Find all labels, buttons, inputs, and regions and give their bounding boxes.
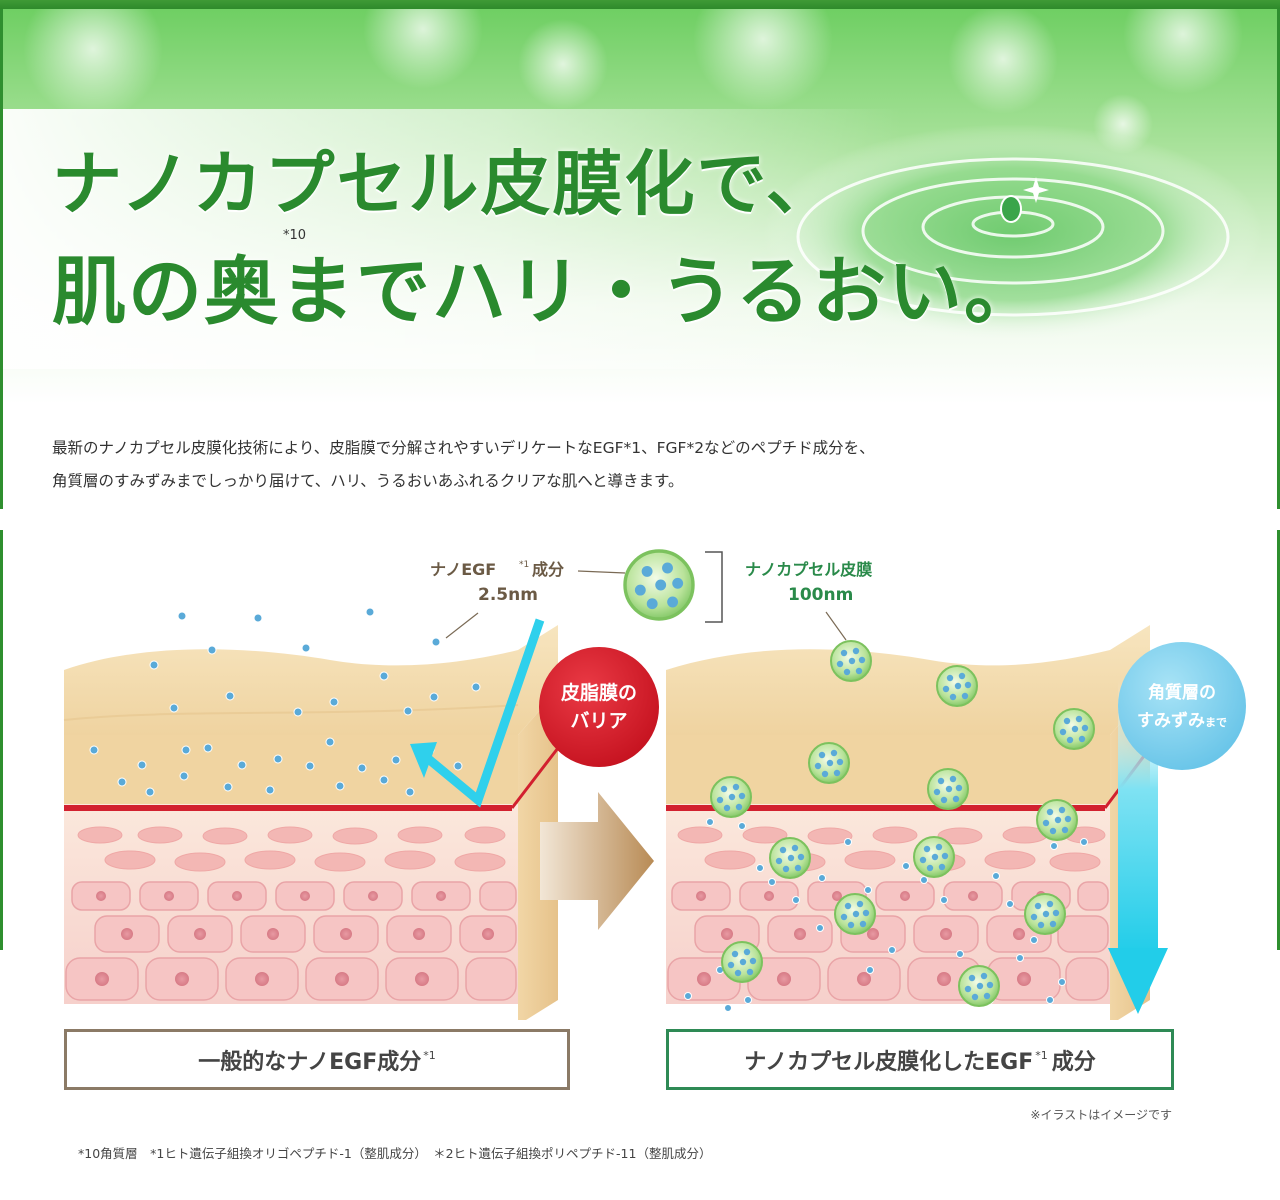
headline-line1: ナノカプセル皮膜化で、 [52, 142, 838, 225]
svg-text:*1: *1 [519, 560, 529, 570]
sebum-barrier-badge: 皮脂膜の バリア [539, 647, 659, 767]
description-line1: 最新のナノカプセル皮膜化技術により、皮脂膜で分解されやすいデリケートなEGF*1… [52, 439, 875, 457]
caption-right-sup: *1 [1035, 1049, 1048, 1062]
svg-text:100nm: 100nm [788, 585, 853, 605]
hero-background [3, 9, 1277, 404]
svg-text:2.5nm: 2.5nm [478, 585, 538, 605]
nano-egf-label: ナノEGF *1 成分 2.5nm [430, 560, 626, 639]
svg-text:バリア: バリア [570, 710, 627, 732]
svg-text:ナノEGF: ナノEGF [430, 560, 496, 579]
description: 最新のナノカプセル皮膜化技術により、皮脂膜で分解されやすいデリケートなEGF*1… [52, 432, 1152, 498]
transition-arrow-icon [540, 792, 654, 930]
caption-left-text: 一般的なナノEGF成分 [198, 1049, 422, 1075]
right-frame-line-lower [1277, 530, 1280, 950]
right-frame-line [1277, 9, 1280, 509]
headline-footnote-mark: *10 [283, 228, 307, 243]
caption-right-text: ナノカプセル皮膜化したEGF [744, 1049, 1034, 1075]
left-frame-line-lower [0, 530, 3, 950]
svg-text:角質層の: 角質層の [1148, 682, 1216, 703]
svg-text:ナノカプセル皮膜: ナノカプセル皮膜 [745, 560, 872, 579]
right-skin-block [666, 625, 1168, 1020]
caption-conventional-egf: 一般的なナノEGF成分*1 [64, 1029, 570, 1090]
description-line2: 角質層のすみずみまでしっかり届けて、ハリ、うるおいあふれるクリアな肌へと導きます… [52, 472, 684, 490]
capsule-legend: ナノカプセル皮膜 100nm [623, 549, 872, 641]
top-accent-bar [0, 0, 1280, 9]
illustration-note: ※イラストはイメージです [1030, 1108, 1172, 1122]
svg-text:成分: 成分 [532, 560, 564, 579]
skin-comparison-diagram: ナノEGF *1 成分 2.5nm ナノカプセル皮膜 100nm 皮脂膜の バリ… [63, 549, 1246, 1020]
left-skin-block [63, 607, 560, 1020]
footnotes: *10角質層 *1ヒト遺伝子組換オリゴペプチド-1（整肌成分） ＊2ヒト遺伝子組… [78, 1146, 712, 1161]
caption-left-sup: *1 [423, 1049, 436, 1062]
svg-text:皮脂膜の: 皮脂膜の [561, 681, 637, 704]
svg-text:すみずみまで: すみずみまで [1137, 711, 1227, 731]
caption-right-suffix: 成分 [1051, 1049, 1096, 1075]
left-frame-line [0, 9, 3, 509]
stratum-depth-badge: 角質層の すみずみまで [1118, 642, 1246, 770]
headline-line2: 肌の奥までハリ・うるおい。 [52, 249, 1040, 335]
